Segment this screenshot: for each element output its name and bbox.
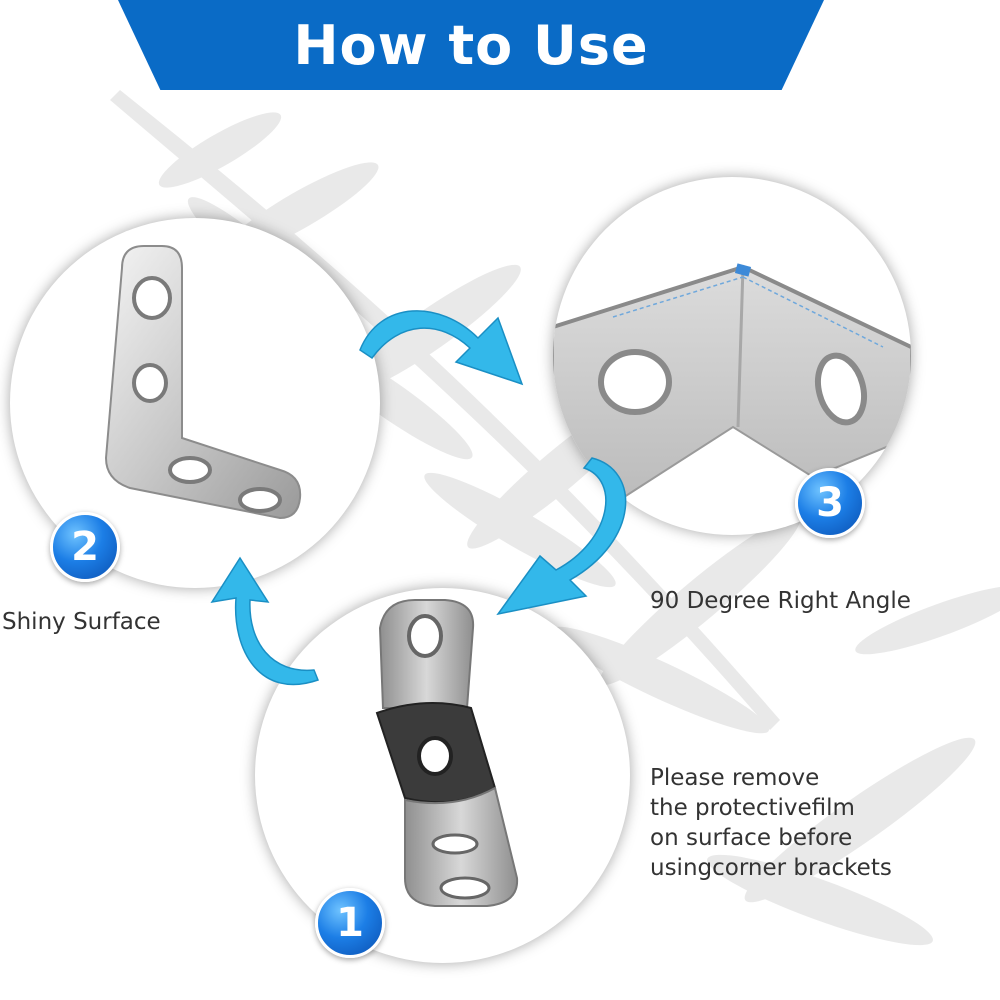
step-2-caption: Shiny Surface [2, 609, 161, 635]
step-2-badge: 2 [50, 512, 120, 582]
step-1-image [255, 588, 630, 963]
step-3-caption: 90 Degree Right Angle [650, 588, 911, 614]
corner-bracket-closeup-icon [553, 263, 911, 519]
step-3-badge: 3 [795, 468, 865, 538]
corner-bracket-icon [104, 245, 302, 520]
title-banner: How to Use [118, 0, 824, 90]
step-1-caption-line: Please remove [650, 765, 820, 791]
step-2-image [10, 218, 380, 588]
bracket-with-film-icon [375, 599, 519, 907]
curved-arrow-icon [496, 457, 627, 616]
step-1-caption-line: the protectivefilm [650, 795, 855, 821]
step-1-caption-line: on surface before [650, 825, 853, 851]
curved-arrow-icon [359, 310, 524, 386]
curved-arrow-icon [210, 556, 319, 686]
step-1-caption-line: usingcorner brackets [650, 855, 892, 881]
step-1-caption: Please remove the protectivefilm on surf… [650, 763, 892, 883]
step-1-badge: 1 [315, 888, 385, 958]
page-title: How to Use [293, 13, 649, 77]
